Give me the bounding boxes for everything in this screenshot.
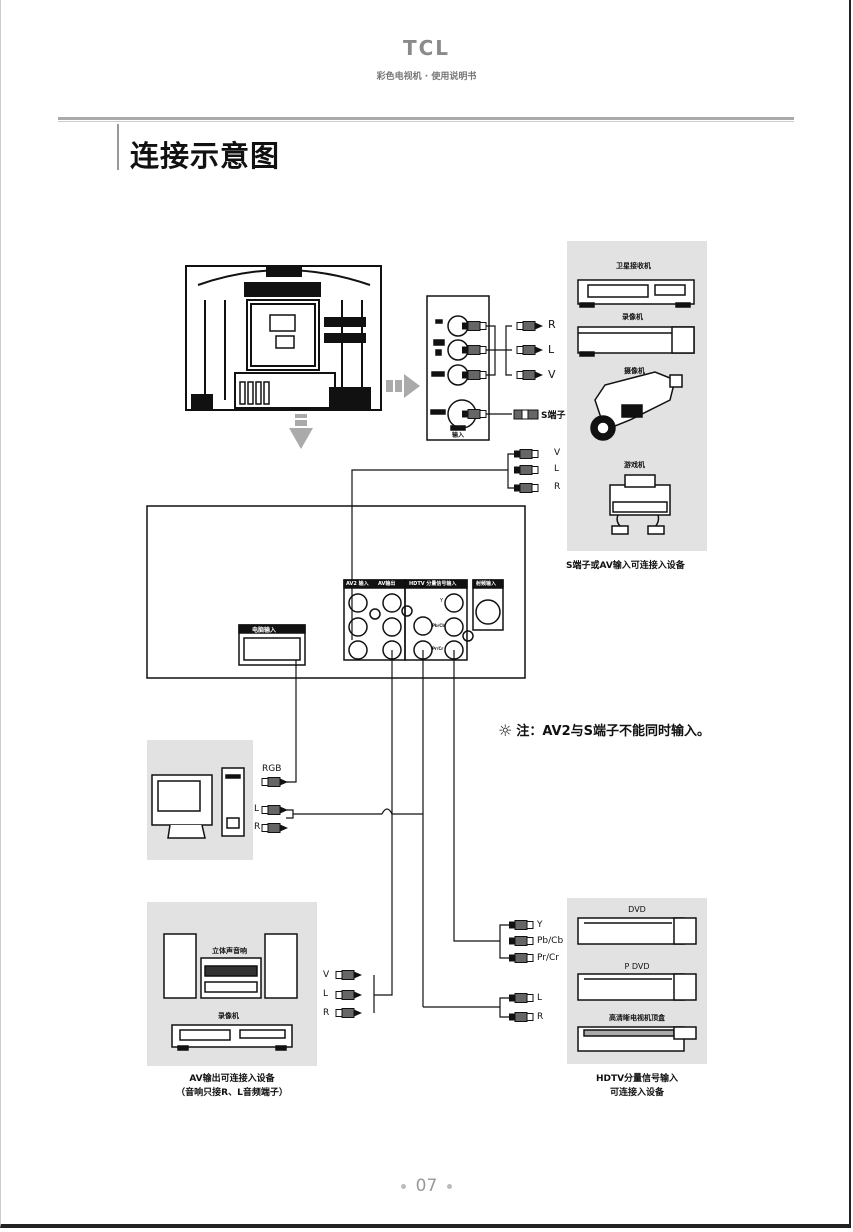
hdtv-plug-label-y: Y [537, 920, 543, 930]
header-rule-thin [58, 121, 794, 122]
rear-port-label-rgb: 电脑输入 [252, 627, 277, 634]
arrow-right-icon [386, 374, 420, 398]
hdtv-audio-label-l: L [537, 993, 543, 1003]
side-jack-label-r: R [548, 318, 556, 331]
page-dot-right [447, 1183, 453, 1189]
device-label-camcorder: 摄像机 [624, 367, 645, 375]
computer-plugs [261, 777, 289, 833]
hdtv-audio-label-r: R [537, 1012, 544, 1022]
av-out-plug-label-l: L [323, 989, 329, 999]
vcr-label: 录像机 [218, 1012, 239, 1020]
rear-component-label-y: Y [440, 598, 444, 604]
hdtv-plug-label-pb: Pb/Cb [537, 936, 564, 946]
dvd-label: DVD [628, 905, 646, 914]
pdvd-label: P DVD [624, 962, 650, 971]
dvd-icons [577, 917, 697, 1052]
note: ☼注：AV2与S端子不能同时输入。 [498, 720, 710, 740]
computer-icon [151, 767, 245, 839]
tv-rear-panel [146, 505, 526, 679]
av-plug-label-v: V [554, 448, 561, 458]
av-out-plugs [335, 970, 363, 1018]
av-plug-label-r: R [554, 482, 561, 492]
rear-port-label-av2: AV2 输入 [346, 581, 369, 587]
hdtv-plugs [508, 920, 534, 1022]
brand-logo: TCL [402, 36, 451, 60]
device-label-satellite: 卫星接收机 [616, 262, 651, 270]
hdtv-plug-label-pr: Pr/Cr [537, 953, 559, 963]
rear-port-label-hdtv: HDTV 分量信号输入 [409, 581, 457, 587]
computer-plug-label-r: R [254, 822, 261, 832]
device-icons-top [577, 279, 695, 535]
side-panel-input-label: 输入 [452, 432, 465, 439]
note-text: 注：AV2与S端子不能同时输入。 [516, 724, 710, 739]
device-label-vcr: 录像机 [622, 313, 643, 321]
title-accent-bar [117, 124, 119, 170]
av-out-plug-label-v: V [323, 970, 330, 980]
page-title: 连接示意图 [130, 139, 281, 173]
header-rule [58, 117, 794, 120]
manual-subtitle: 彩色电视机 · 使用说明书 [376, 72, 477, 82]
hd-stb-label: 高清晰电视机顶盒 [609, 1014, 665, 1022]
side-jack-label-s: S端子 [541, 411, 566, 421]
rear-port-label-rf: 射频输入 [476, 581, 497, 587]
computer-plug-label-l: L [254, 804, 260, 814]
routing-cables [286, 650, 509, 1018]
page-dot-left [400, 1183, 406, 1189]
side-jack-label-l: L [548, 343, 555, 356]
page-number-text: 07 [415, 1176, 438, 1196]
lightbulb-icon: ☼ [498, 721, 513, 740]
side-jack-label-v: V [548, 368, 556, 381]
stereo-and-vcr-icons [163, 933, 298, 1051]
rear-port-label-avout: AV输出 [378, 581, 396, 587]
side-output-plugs [513, 321, 544, 420]
hdtv-caption-1: HDTV分量信号输入 [595, 1074, 679, 1084]
side-cables [486, 325, 512, 415]
device-label-game-console: 游戏机 [624, 461, 645, 469]
hdtv-caption-2: 可连接入设备 [609, 1088, 664, 1098]
computer-plug-label-rgb: RGB [262, 764, 282, 774]
av-out-caption-2: （音响只接R、L音频端子） [176, 1088, 288, 1098]
rear-component-label-pb: Pb/Cb [432, 623, 446, 628]
tv-rear-drawing [185, 265, 382, 411]
av-plug-label-l: L [554, 464, 560, 474]
av-out-plug-label-r: R [323, 1008, 330, 1018]
av-input-plugs [513, 449, 539, 493]
s-av-caption: S端子或AV输入可连接入设备 [566, 561, 685, 571]
rear-component-label-pr: Pr/Cr [432, 646, 444, 651]
page-number: 07 [0, 1176, 853, 1196]
av-out-caption-1: AV输出可连接入设备 [189, 1074, 275, 1084]
stereo-label: 立体声音响 [212, 947, 247, 955]
arrow-down-icon [289, 414, 313, 449]
